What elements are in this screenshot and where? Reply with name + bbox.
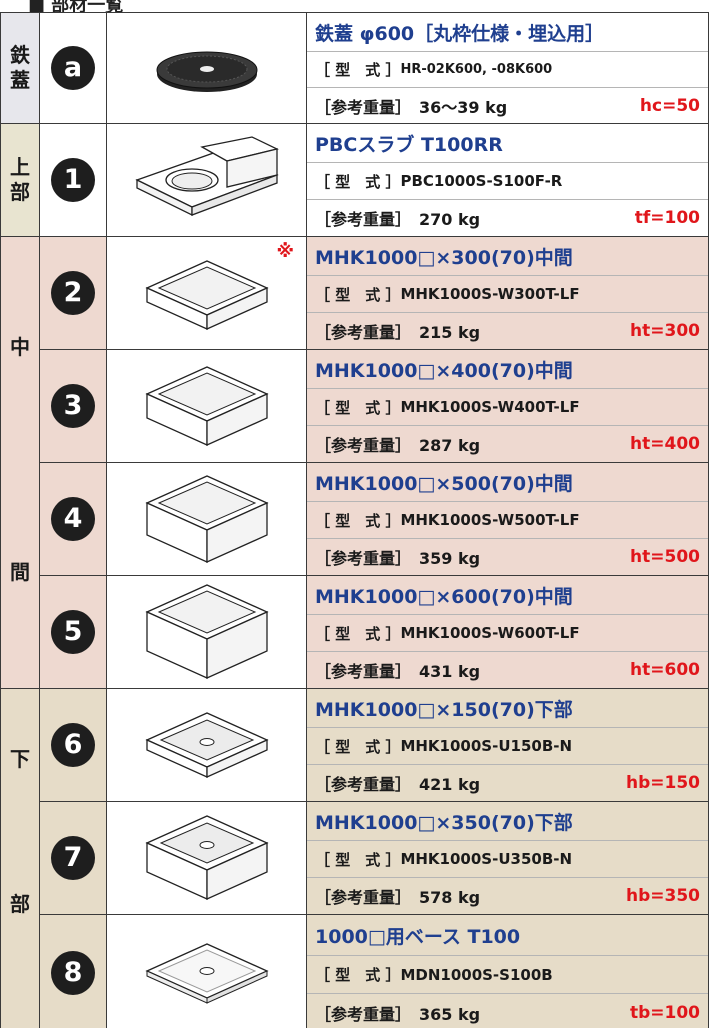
table-row: 8 1000□用ベース T100 ［ 型 式 ］MDN1000S-S100B ［… (1, 914, 709, 1028)
bottom-frame-icon (144, 815, 269, 901)
page-header: ■ 部材一覧 (0, 0, 713, 12)
section-cover: 鉄 蓋 (0, 12, 40, 124)
dimension-label: hc=50 (639, 95, 700, 116)
middle-frame-icon (144, 366, 269, 447)
badge-a: a (51, 46, 95, 90)
section-bottom: 下 部 (0, 688, 40, 1028)
badge-6: 6 (51, 723, 95, 767)
parts-table: 鉄 蓋 a 鉄蓋 φ600［丸枠仕様・埋込用］ ［ 型 式 ］HR-02K600… (0, 12, 709, 1028)
badge-5: 5 (51, 610, 95, 654)
table-row: 3 MHK1000□×400(70)中間 ［ 型 式 ］MHK1000S-W40… (1, 349, 709, 463)
badge-1: 1 (51, 158, 95, 202)
table-row: 4 MHK1000□×500(70)中間 ［ 型 式 ］MHK1000S-W50… (1, 462, 709, 576)
section-top: 上 部 (0, 123, 40, 237)
badge-4: 4 (51, 497, 95, 541)
table-row: 上 部 1 PBCスラブ T100RR ［ 型 式 ］PBC1000S-S100… (0, 123, 709, 237)
badge-7: 7 (51, 836, 95, 880)
table-row: 5 MHK1000□×600(70)中間 ［ 型 式 ］MHK1000S-W60… (1, 575, 709, 689)
table-row: 7 MHK1000□×350(70)下部 ［ 型 式 ］MHK1000S-U35… (1, 801, 709, 915)
section-middle: 中 間 (0, 236, 40, 689)
base-plate-icon (144, 943, 269, 1004)
table-row: 鉄 蓋 a 鉄蓋 φ600［丸枠仕様・埋込用］ ［ 型 式 ］HR-02K600… (0, 12, 709, 124)
header-title: ■ 部材一覧 (28, 0, 124, 12)
badge-3: 3 (51, 384, 95, 428)
middle-frame-icon (144, 475, 269, 564)
row-title: 鉄蓋 φ600［丸枠仕様・埋込用］ (315, 22, 605, 45)
bottom-frame-icon (144, 712, 269, 779)
manhole-cover-icon (156, 51, 257, 92)
slab-icon (134, 136, 279, 217)
middle-frame-icon (144, 584, 269, 680)
table-row: 下 部 6 MHK1000□×150(70)下部 ［ 型 式 ］MHK1000S… (0, 688, 709, 1028)
badge-2: 2 (51, 271, 95, 315)
row-type: ［ 型 式 ］HR-02K600, -08K600 (307, 51, 708, 87)
note-mark: ※ (276, 241, 295, 262)
table-row: 中 間 2 ※ MHK1000□×300(70)中間 ［ 型 式 ］MHK100… (0, 236, 709, 689)
badge-8: 8 (51, 951, 95, 995)
middle-frame-icon (144, 260, 269, 331)
